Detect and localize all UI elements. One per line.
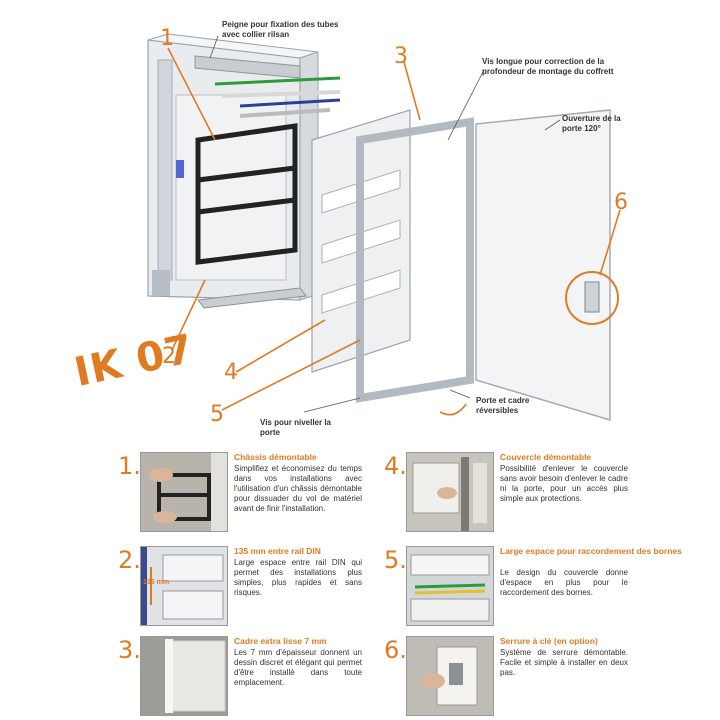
lock-highlight xyxy=(565,271,619,325)
callout-peigne: Peigne pour fixation des tubes avec coll… xyxy=(222,20,339,39)
diagram-number-3: 3 xyxy=(394,44,408,69)
diagram-number-2: 2 xyxy=(162,344,176,369)
comb-rails xyxy=(194,55,341,118)
feature-raccordement: 5. Large espace pour raccordement des bo… xyxy=(384,546,720,628)
feature-title: Châssis démontable xyxy=(234,452,317,462)
feature-photo xyxy=(140,636,228,716)
cabinet-illustration xyxy=(147,33,621,422)
feature-title: Large espace pour raccordement des borne… xyxy=(500,546,682,556)
diagram-number-5: 5 xyxy=(210,402,224,427)
callout-vis-longue: Vis longue pour correction de la profond… xyxy=(482,57,614,76)
feature-number: 3. xyxy=(118,636,141,664)
callout-ouverture: Ouverture de la porte 120° xyxy=(562,114,621,133)
feature-number: 4. xyxy=(384,452,407,480)
feature-photo xyxy=(406,452,494,532)
callout-porte-cadre: Porte et cadre réversibles xyxy=(476,396,530,415)
feature-description: Le design du couvercle donne d'espace en… xyxy=(500,568,628,597)
feature-title: Couvercle démontable xyxy=(500,452,592,462)
diagram-number-4: 4 xyxy=(224,360,238,385)
feature-description: Les 7 mm d'épaisseur donnent un dessin d… xyxy=(234,648,362,687)
feature-description: Système de serrure démontable. Facile et… xyxy=(500,648,628,677)
callout-pointers xyxy=(209,35,561,413)
diagram-number-1: 1 xyxy=(160,26,174,51)
callout-vis-niveler: Vis pour niveller la porte xyxy=(260,418,331,437)
feature-photo xyxy=(406,636,494,716)
feature-cadre: 3. Cadre extra lisse 7 mm Les 7 mm d'épa… xyxy=(118,636,458,718)
feature-title: Serrure à clé (en option) xyxy=(500,636,598,646)
feature-number: 5. xyxy=(384,546,407,574)
chassis-frame xyxy=(195,123,298,265)
feature-description: Possibilité d'enlever le couvercle sans … xyxy=(500,464,628,503)
feature-couvercle: 4. Couvercle démontable Possibilité d'en… xyxy=(384,452,720,534)
door-frame xyxy=(356,117,474,403)
feature-title: 135 mm entre rail DIN xyxy=(234,546,321,556)
feature-number: 6. xyxy=(384,636,407,664)
feature-description: Simplifiez et économisez du temps dans v… xyxy=(234,464,362,513)
feature-photo xyxy=(406,546,494,626)
feature-title: Cadre extra lisse 7 mm xyxy=(234,636,327,646)
diagram-number-6: 6 xyxy=(614,190,628,215)
feature-description: Large espace entre rail DIN qui permet d… xyxy=(234,558,362,597)
feature-photo xyxy=(140,452,228,532)
feature-photo: 135 mm xyxy=(140,546,228,626)
feature-number: 1. xyxy=(118,452,141,480)
dimension-label: 135 mm xyxy=(143,579,170,586)
door-panel xyxy=(475,109,611,422)
din-rail xyxy=(197,287,307,309)
feature-chassis: 1. Châssis démontable Simplifiez et écon… xyxy=(118,452,458,534)
exploded-diagram: Peigne pour fixation des tubes avec coll… xyxy=(71,20,628,437)
feature-number: 2. xyxy=(118,546,141,574)
feature-serrure: 6. Serrure à clé (en option) Système de … xyxy=(384,636,720,718)
leader-lines xyxy=(167,47,621,416)
feature-din-rail: 2. 135 mm 135 mm entre rail DIN Large es… xyxy=(118,546,458,628)
